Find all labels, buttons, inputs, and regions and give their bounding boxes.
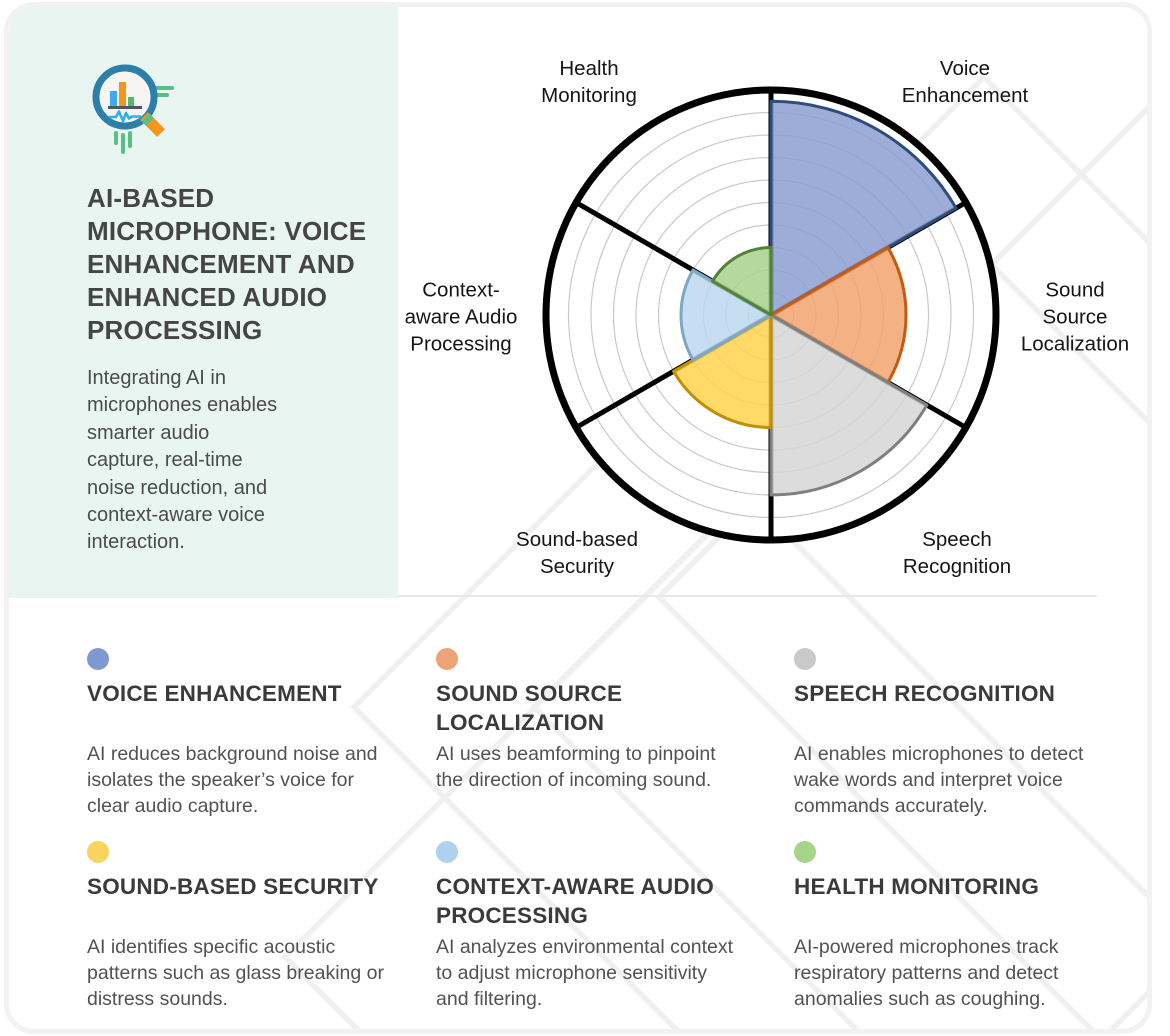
legend-item-sound-source-localization: SOUND SOURCE LOCALIZATION AI uses beamfo… bbox=[436, 644, 771, 794]
legend-description: AI identifies specific acoustic patterns… bbox=[87, 936, 384, 1010]
legend-item-speech-recognition: SPEECH RECOGNITION AI enables microphone… bbox=[794, 644, 1134, 820]
chart-axis-label-speech-recognition: Speech Recognition bbox=[902, 527, 1012, 578]
legend-dot-sound-source-localization bbox=[436, 648, 458, 670]
intro-panel: AI-BASED MICROPHONE: VOICE ENHANCEMENT A… bbox=[9, 7, 398, 598]
chart-axis-label-health-monitoring: Health Monitoring bbox=[541, 56, 637, 107]
legend-dot-sound-based-security bbox=[87, 841, 109, 863]
legend-title: VOICE ENHANCEMENT bbox=[87, 681, 342, 706]
legend-item-sound-based-security: SOUND-BASED SECURITY AI identifies speci… bbox=[87, 837, 422, 1013]
infographic-title: AI-BASED MICROPHONE: VOICE ENHANCEMENT A… bbox=[87, 183, 367, 346]
infographic-card: AI-BASED MICROPHONE: VOICE ENHANCEMENT A… bbox=[4, 2, 1152, 1034]
infographic-description: Integrating AI in microphones enables sm… bbox=[87, 367, 278, 554]
legend-item-context-aware-audio-processing: CONTEXT-AWARE AUDIO PROCESSING AI analyz… bbox=[436, 837, 771, 1013]
legend-title: SOUND SOURCE LOCALIZATION bbox=[436, 681, 623, 735]
legend-dot-voice-enhancement bbox=[87, 648, 109, 670]
legend-description: AI enables microphones to detect wake wo… bbox=[794, 743, 1084, 817]
chart-axis-label-sound-based-security: Sound-based Security bbox=[516, 527, 638, 578]
legend-item-voice-enhancement: VOICE ENHANCEMENT AI reduces background … bbox=[87, 644, 422, 820]
legend-description: AI-powered microphones track respiratory… bbox=[794, 936, 1059, 1010]
legend-item-health-monitoring: HEALTH MONITORING AI-powered microphones… bbox=[794, 837, 1134, 1013]
legend-dot-speech-recognition bbox=[794, 648, 816, 670]
chart-axis-label-context-aware-audio: Context- aware Audio Processing bbox=[404, 278, 518, 356]
magnifier-audio-analytics-icon bbox=[92, 64, 174, 154]
legend-description: AI analyzes environmental context to adj… bbox=[436, 936, 733, 1010]
chart-axis-label-sound-source-localization: Sound Source Localization bbox=[1020, 278, 1130, 356]
legend-description: AI uses beamforming to pinpoint the dire… bbox=[436, 743, 716, 791]
legend-dot-health-monitoring bbox=[794, 841, 816, 863]
legend-dot-context-aware-audio-processing bbox=[436, 841, 458, 863]
legend-title: HEALTH MONITORING bbox=[794, 874, 1040, 899]
legend-title: CONTEXT-AWARE AUDIO PROCESSING bbox=[436, 874, 714, 928]
rose-chart bbox=[542, 86, 1000, 544]
legend-title: SOUND-BASED SECURITY bbox=[87, 874, 379, 899]
chart-axis-label-voice-enhancement: Voice Enhancement bbox=[901, 56, 1029, 107]
legend-description: AI reduces background noise and isolates… bbox=[87, 743, 378, 817]
section-divider bbox=[398, 595, 1097, 597]
legend-title: SPEECH RECOGNITION bbox=[794, 681, 1056, 706]
